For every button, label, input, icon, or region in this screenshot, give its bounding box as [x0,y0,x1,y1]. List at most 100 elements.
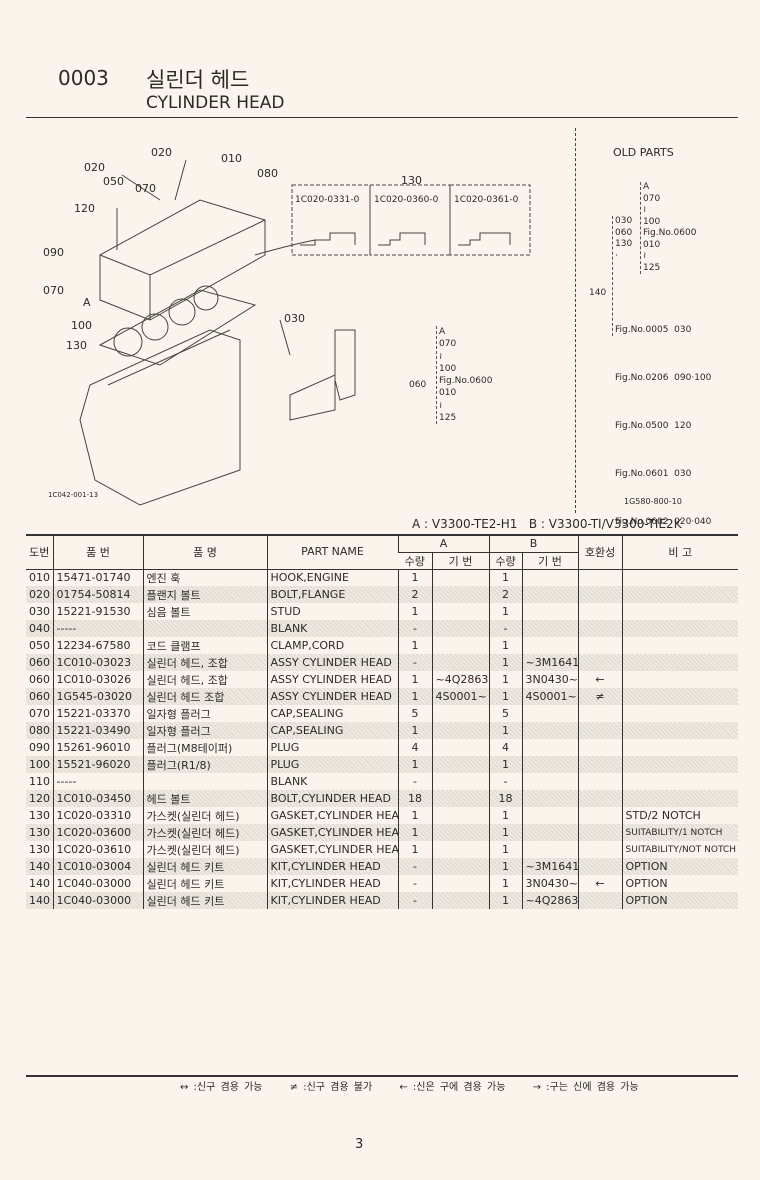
legend-item: ↔ :신구 겸용 가능 [180,1082,263,1093]
callout-label: 020 [84,161,105,174]
remarks [621,756,739,773]
bracket-line: A [439,327,446,337]
part-name-korean: 헤드 볼트 [142,790,267,807]
b-quantity: 1 [488,875,522,892]
old-parts-bracket-a: A 070 ≀ 100 Fig.No.0600 010 ≀ 125 [640,182,696,274]
bracket-line: ≀ [439,400,443,411]
b-serial: 3N0430~ [521,671,579,688]
b-quantity: 1 [488,858,522,875]
part-name: ASSY CYLINDER HEAD [266,688,398,705]
b-serial [521,620,579,637]
row-no: 130 [26,824,53,841]
a-serial [431,773,489,790]
b-quantity: 5 [488,705,522,722]
figure-number: 0003 [58,66,109,90]
b-serial: 3N0430~ [521,875,579,892]
a-serial: 4S0001~ [431,688,489,705]
part-name: CAP,SEALING [266,722,398,739]
col-name-ko: 품 명 [142,535,267,570]
a-quantity: 2 [397,586,432,603]
part-number: 15521-96020 [52,756,143,773]
engine-drawing [79,159,531,506]
row-no: 070 [29,707,50,720]
part-number: 1C010-03450 [52,790,143,807]
col-remarks: 비 고 [621,535,739,570]
bracket-line: 130 [615,239,633,249]
a-quantity: 1 [397,603,432,620]
bracket-line: Fig.No.0600 [439,376,493,387]
part-number: 1G545-03020 [52,688,143,705]
table-bottom-rule [26,1075,738,1077]
remarks [621,773,739,790]
old-parts-bracket-left: 030 060 130 · [612,216,632,336]
part-name: GASKET,CYLINDER HEAD [266,824,398,841]
compatibility [577,722,623,739]
callout-label: 020 [151,146,172,159]
a-quantity: 1 [397,722,432,739]
remarks: OPTION [621,875,739,892]
bracket-line: 010 [439,388,457,399]
row-no: 010 [29,571,50,585]
part-name: CAP,SEALING [266,705,398,722]
model-legend: A : V3300-TE2-H1 B : V3300-TI/V3300-TIE2… [412,517,682,531]
gasket-part-no: 1C020-0360-0 [374,195,439,205]
assy-item-label: 060 [409,380,427,390]
exploded-diagram: 020 020 010 050 070 080 120 090 070 A 10… [0,0,575,515]
bracket-line: 070 [439,339,457,350]
row-no: 020 [26,586,53,603]
row-no: 060 [26,654,53,671]
b-serial [521,773,579,790]
compatibility [577,586,623,603]
legend-item: ≠ :신구 겸용 불가 [289,1082,373,1093]
row-no: 050 [29,639,50,652]
bracket-line: 100 [439,363,457,374]
bracket-line: 125 [439,413,457,424]
part-name: KIT,CYLINDER HEAD [266,858,398,875]
remarks: SUITABILITY/1 NOTCH [621,824,739,841]
a-quantity: - [397,875,432,892]
row-no: 140 [26,858,53,875]
b-serial [521,756,579,773]
part-number: 01754-50814 [52,586,143,603]
part-name-korean: 실린더 헤드 키트 [142,892,267,909]
bracket-line: ≀ [643,205,647,215]
compatibility: ≠ [577,688,623,705]
compatibility [577,841,623,858]
title-korean: 실린더 헤드 [146,68,250,92]
part-name-korean: 플러그(R1/8) [142,756,267,773]
part-number: 1C020-03600 [52,824,143,841]
remarks [621,739,739,756]
b-quantity: 1 [488,841,522,858]
part-name: CLAMP,CORD [266,637,398,654]
b-serial [521,824,579,841]
title-english: CYLINDER HEAD [146,93,285,113]
remarks [621,790,739,807]
part-name: STUD [266,603,398,620]
a-serial [431,858,489,875]
bracket-line: 060 [615,227,633,238]
compatibility [577,892,623,909]
a-quantity: 1 [397,671,432,688]
remarks [621,671,739,688]
part-name: PLUG [266,739,398,756]
bracket-line: 030 [615,216,633,226]
a-serial [431,569,489,586]
row-no: 100 [26,756,53,773]
bracket-line: 010 [643,239,661,250]
part-name: GASKET,CYLINDER HEAD [266,807,398,824]
a-serial [431,705,489,722]
compatibility: ← [577,875,623,892]
b-serial [521,705,579,722]
compatibility [577,654,623,671]
row-no: 110 [29,775,50,788]
gasket-part-no: 1C020-0361-0 [454,195,519,205]
remarks [621,603,739,620]
bracket-line: Fig.No.0600 [643,228,697,238]
remarks: OPTION [621,858,739,875]
col-group-b: B [488,535,579,553]
